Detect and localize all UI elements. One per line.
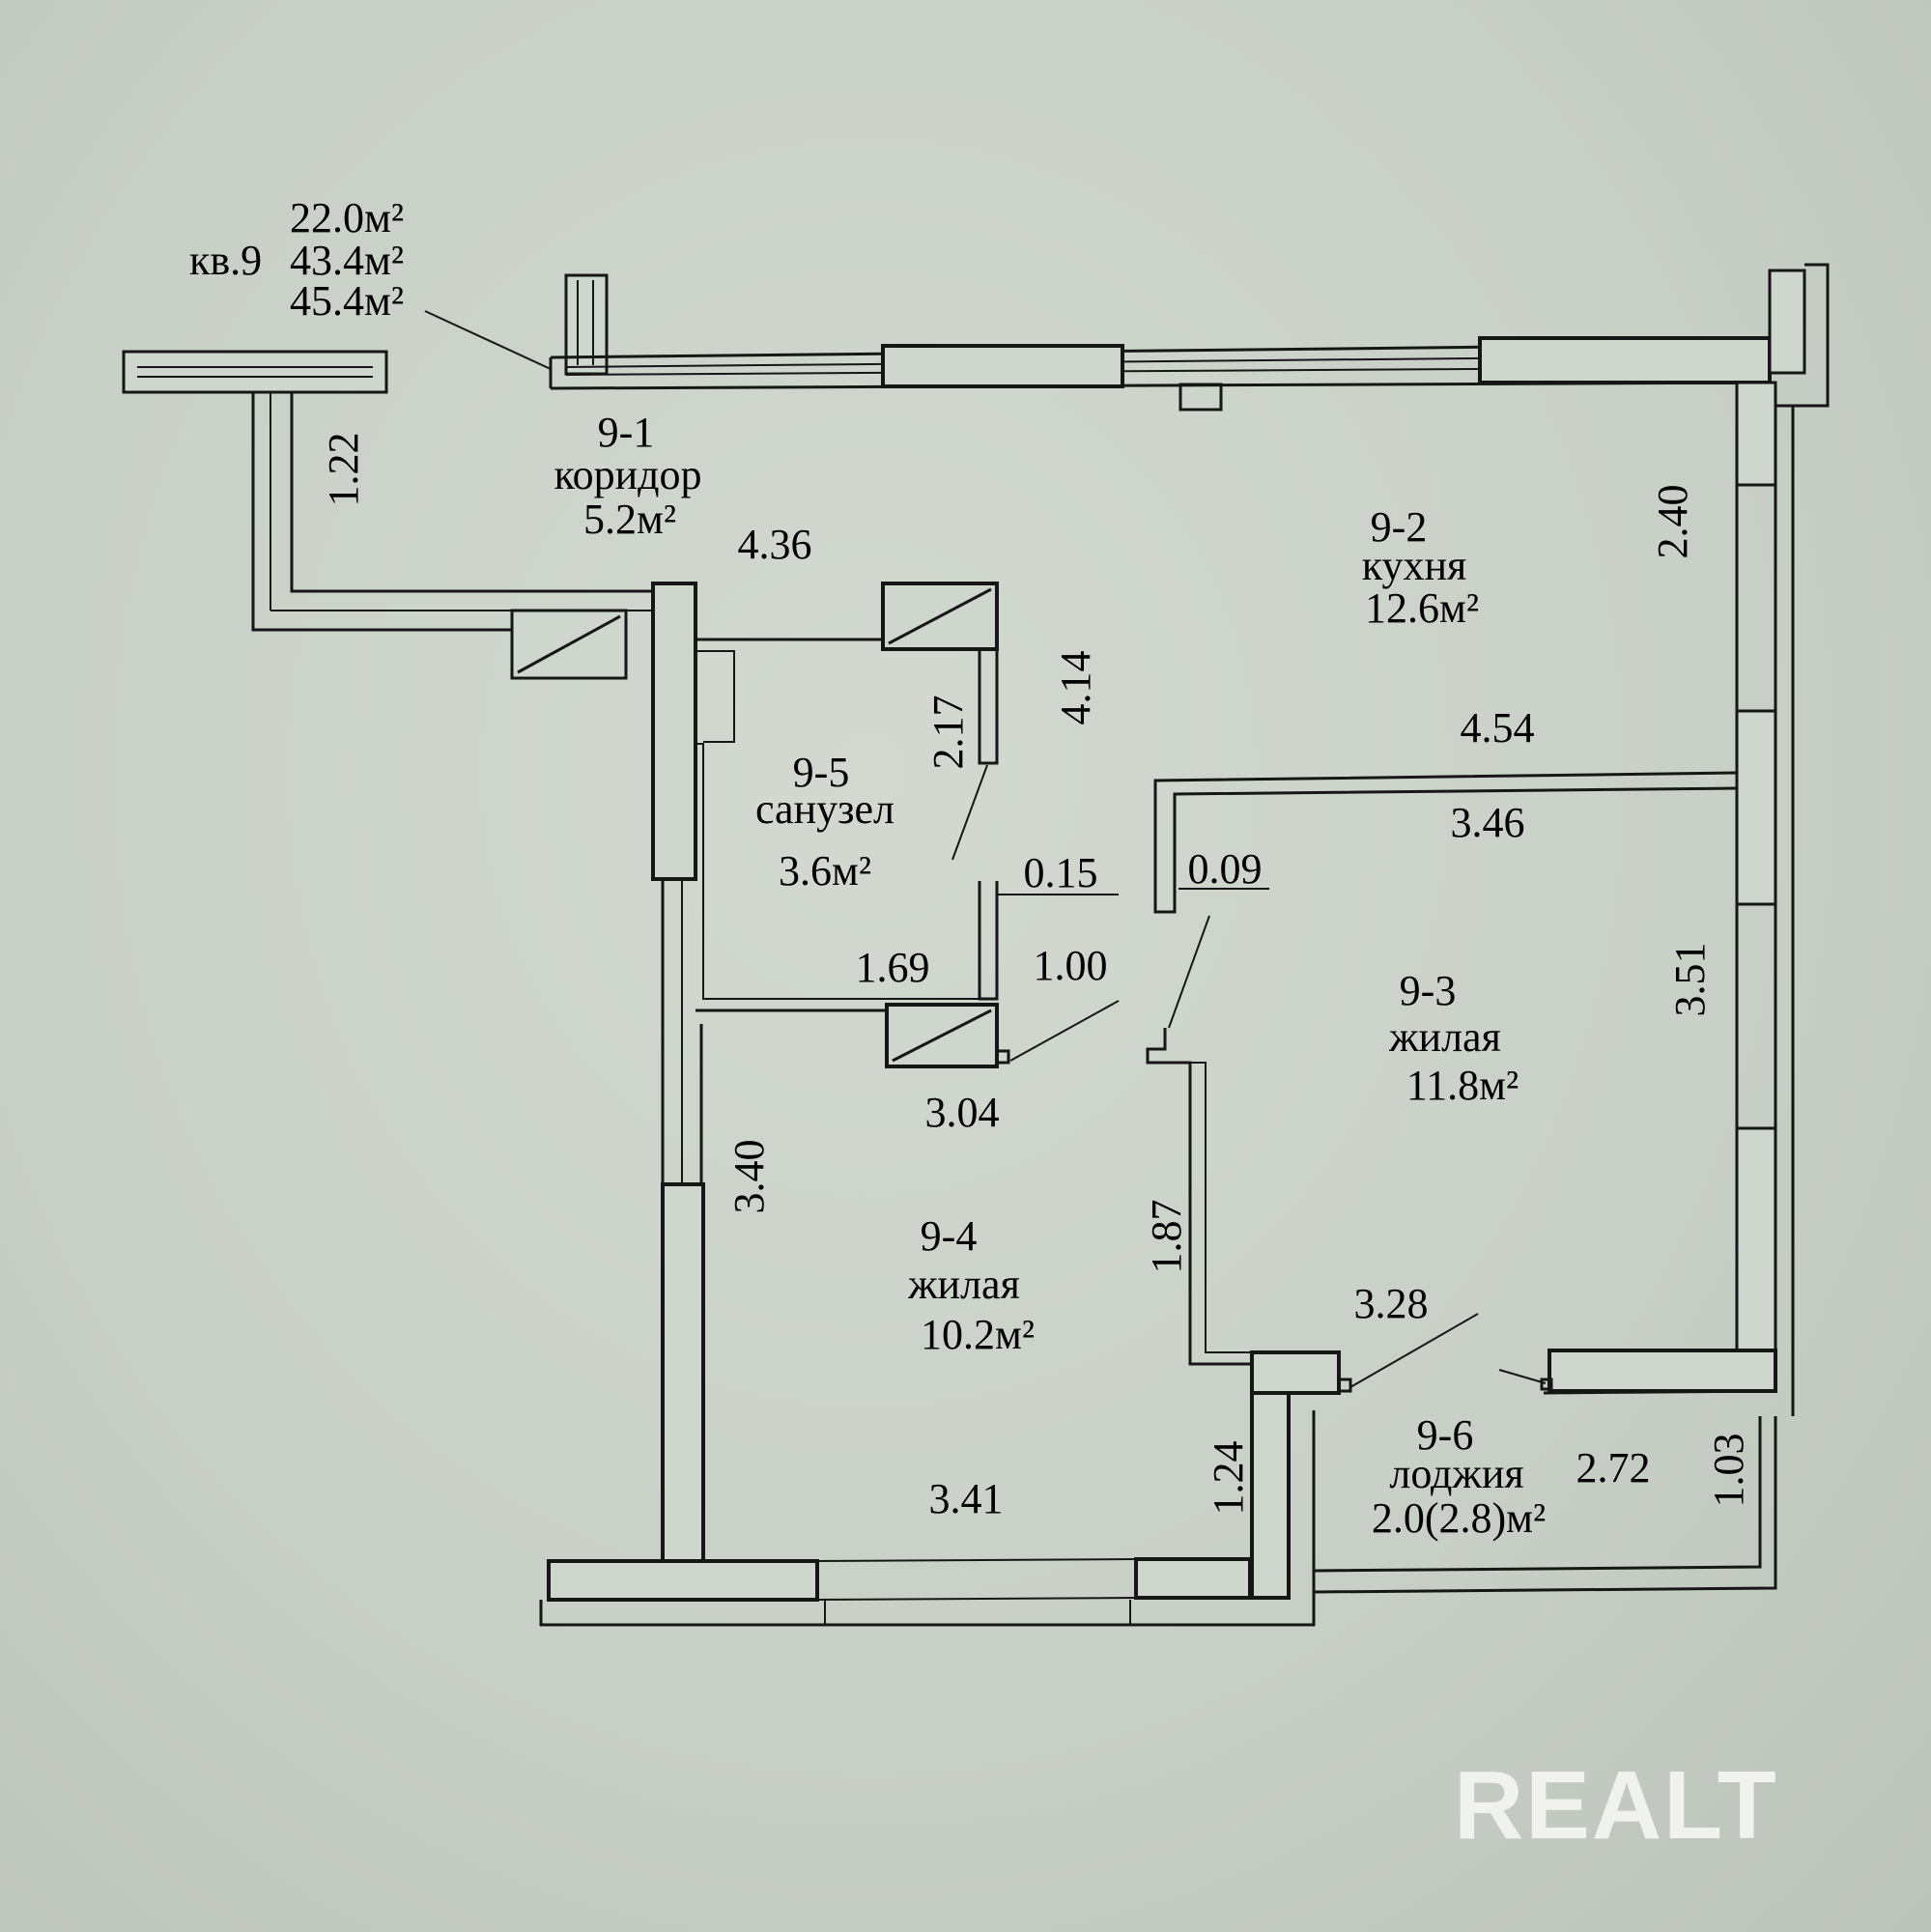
dim-wall-187: 1.87: [1143, 1200, 1190, 1274]
room3-pier-top: [1735, 709, 1777, 906]
dim-kitchen-right: 2.40: [1649, 485, 1696, 559]
area-total: 43.4м²: [290, 237, 404, 284]
dim-bath-height: 2.17: [924, 696, 972, 770]
room4-bottom-pier-right: [1134, 1557, 1252, 1600]
dim-door-width: 1.00: [1034, 942, 1108, 989]
riser: [564, 273, 609, 376]
kitchen-pier: [1735, 381, 1777, 487]
dim-room4-left: 3.40: [725, 1140, 773, 1214]
leader-lines: [424, 310, 1547, 1388]
room-name-9-3: жилая: [1388, 1013, 1501, 1061]
room-area-9-2: 12.6м²: [1365, 584, 1479, 632]
room-id-9-4: 9-4: [921, 1212, 978, 1260]
room-area-9-6: 2.0(2.8)м²: [1372, 1494, 1546, 1542]
loggia-pier-right: [1548, 1349, 1777, 1393]
dim-loggia-left: 1.24: [1205, 1441, 1252, 1516]
room4-bottom-pier-left: [547, 1559, 819, 1602]
heater: [1178, 383, 1223, 412]
corridor-inner-wall: [290, 392, 657, 593]
dim-room4-top: 3.04: [925, 1089, 1000, 1136]
dim-kitchen-width: 4.54: [1461, 704, 1535, 752]
loggia-wall-left: [1250, 1391, 1291, 1600]
dim-loggia-width: 2.72: [1576, 1444, 1651, 1492]
room-name-9-4: жилая: [907, 1261, 1020, 1308]
apartment-label: кв.9: [189, 237, 262, 284]
room-id-9-5: 9-5: [793, 749, 850, 796]
corridor-left-wall: [251, 392, 512, 632]
dim-room4-bottom: 3.41: [929, 1475, 1004, 1522]
room-name-9-2: кухня: [1362, 542, 1467, 589]
area-with-loggia: 45.4м²: [290, 277, 404, 325]
room-id-9-6: 9-6: [1417, 1411, 1474, 1459]
room-area-9-5: 3.6м²: [779, 847, 871, 895]
room3-room4-wall: [1146, 1028, 1252, 1366]
dim-room3-width: 3.46: [1451, 799, 1525, 846]
area-living: 22.0м²: [290, 194, 404, 242]
dim-bath-width: 1.69: [856, 944, 930, 991]
realt-watermark: REALT: [1454, 1751, 1778, 1860]
room-id-9-1: 9-1: [598, 409, 655, 456]
loggia-pier-left: [1250, 1350, 1341, 1395]
window-kitchen-top: [1478, 336, 1772, 384]
dim-kitchen-depth: 4.14: [1052, 651, 1099, 725]
corridor-top-wall: [122, 350, 388, 394]
window-corridor: [881, 344, 1124, 388]
bath-wall-left: [651, 582, 697, 881]
room-name-9-6: лоджия: [1389, 1450, 1523, 1497]
dim-loggia-right: 1.03: [1705, 1434, 1752, 1508]
room3-pier-bottom: [1735, 1126, 1777, 1391]
room-area-9-3: 11.8м²: [1406, 1062, 1519, 1109]
room-area-9-1: 5.2м²: [583, 496, 676, 543]
dim-thickness-a: 0.15: [1024, 849, 1098, 896]
vent-shaft: [510, 609, 628, 680]
room-id-9-3: 9-3: [1400, 967, 1457, 1014]
dim-thickness-b: 0.09: [1188, 845, 1263, 893]
dim-corridor-width: 1.22: [320, 433, 367, 507]
dim-loggia-top: 3.28: [1354, 1280, 1429, 1327]
room-id-9-2: 9-2: [1371, 503, 1428, 551]
room-name-9-5: санузел: [755, 785, 895, 833]
room4-left-wall: [661, 1182, 705, 1602]
dim-corridor-length: 4.36: [738, 521, 812, 568]
walls: [122, 263, 1830, 1627]
room-area-9-4: 10.2м²: [921, 1311, 1035, 1358]
dim-room3-height: 3.51: [1666, 943, 1714, 1017]
room-name-9-1: коридор: [554, 451, 701, 498]
kitchen-room3-wall: [1153, 771, 1738, 914]
